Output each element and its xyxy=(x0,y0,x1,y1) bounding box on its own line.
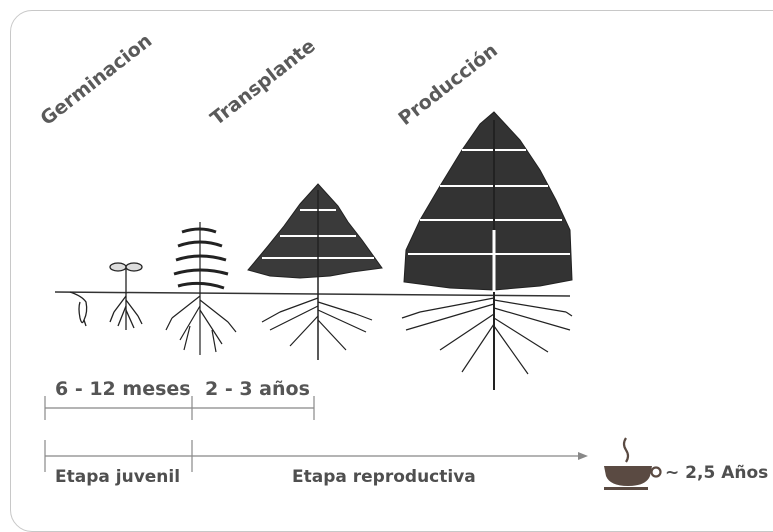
phase-label-juvenile: Etapa juvenil xyxy=(55,467,181,487)
phase-label-reproductive: Etapa reproductiva xyxy=(292,467,476,487)
coffee-growth-diagram xyxy=(44,111,662,490)
transplant-tree-illustration xyxy=(247,183,383,360)
duration-brackets xyxy=(44,396,315,420)
duration-label-juvenile: 6 - 12 meses xyxy=(55,378,191,400)
seedling-illustration xyxy=(109,262,143,330)
seed-illustration xyxy=(69,291,88,327)
coffee-cup-icon xyxy=(604,437,662,490)
duration-label-transplant: 2 - 3 años xyxy=(205,378,310,400)
harvest-time-label: ~ 2,5 Años xyxy=(665,463,769,483)
production-tree-illustration xyxy=(401,111,573,390)
ground-line xyxy=(54,291,571,297)
phase-timeline xyxy=(44,440,588,472)
young-plant-illustration xyxy=(165,222,237,355)
